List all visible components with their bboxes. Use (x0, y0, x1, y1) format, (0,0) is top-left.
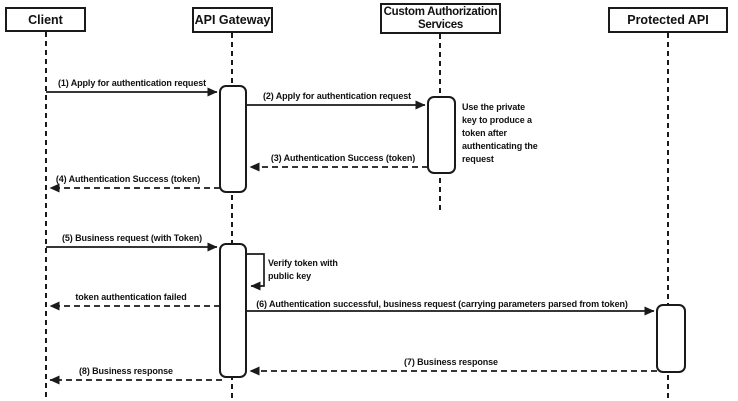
message-label-7: (7) Business response (404, 357, 498, 367)
message-label-4: (4) Authentication Success (token) (55, 174, 201, 184)
activation-api-gateway-auth (219, 85, 247, 193)
actor-box-custom-authorization-services: Custom Authorization Services (380, 3, 501, 34)
activation-protected-api (656, 304, 686, 373)
message-label-2: (2) Apply for authentication request (262, 91, 412, 101)
arrow-self-message-verify-token (246, 253, 265, 291)
message-label-8: (8) Business response (79, 366, 173, 376)
actor-box-api-gateway: API Gateway (192, 7, 273, 33)
message-label-1: (1) Apply for authentication request (57, 78, 207, 88)
actor-box-protected-api: Protected API (608, 7, 728, 33)
self-message-label-verify-token: Verify token with public key (268, 258, 338, 281)
message-label-token-auth-failed: token authentication failed (75, 292, 187, 302)
actor-box-client: Client (5, 7, 86, 32)
message-label-5: (5) Business request (with Token) (61, 233, 203, 243)
activation-custom-authorization-services (427, 96, 456, 174)
message-label-6: (6) Authentication successful, business … (256, 299, 628, 309)
note-private-key-token: Use the private key to produce a token a… (462, 102, 538, 164)
message-label-3: (3) Authentication Success (token) (270, 153, 416, 163)
activation-api-gateway-business (219, 243, 247, 378)
